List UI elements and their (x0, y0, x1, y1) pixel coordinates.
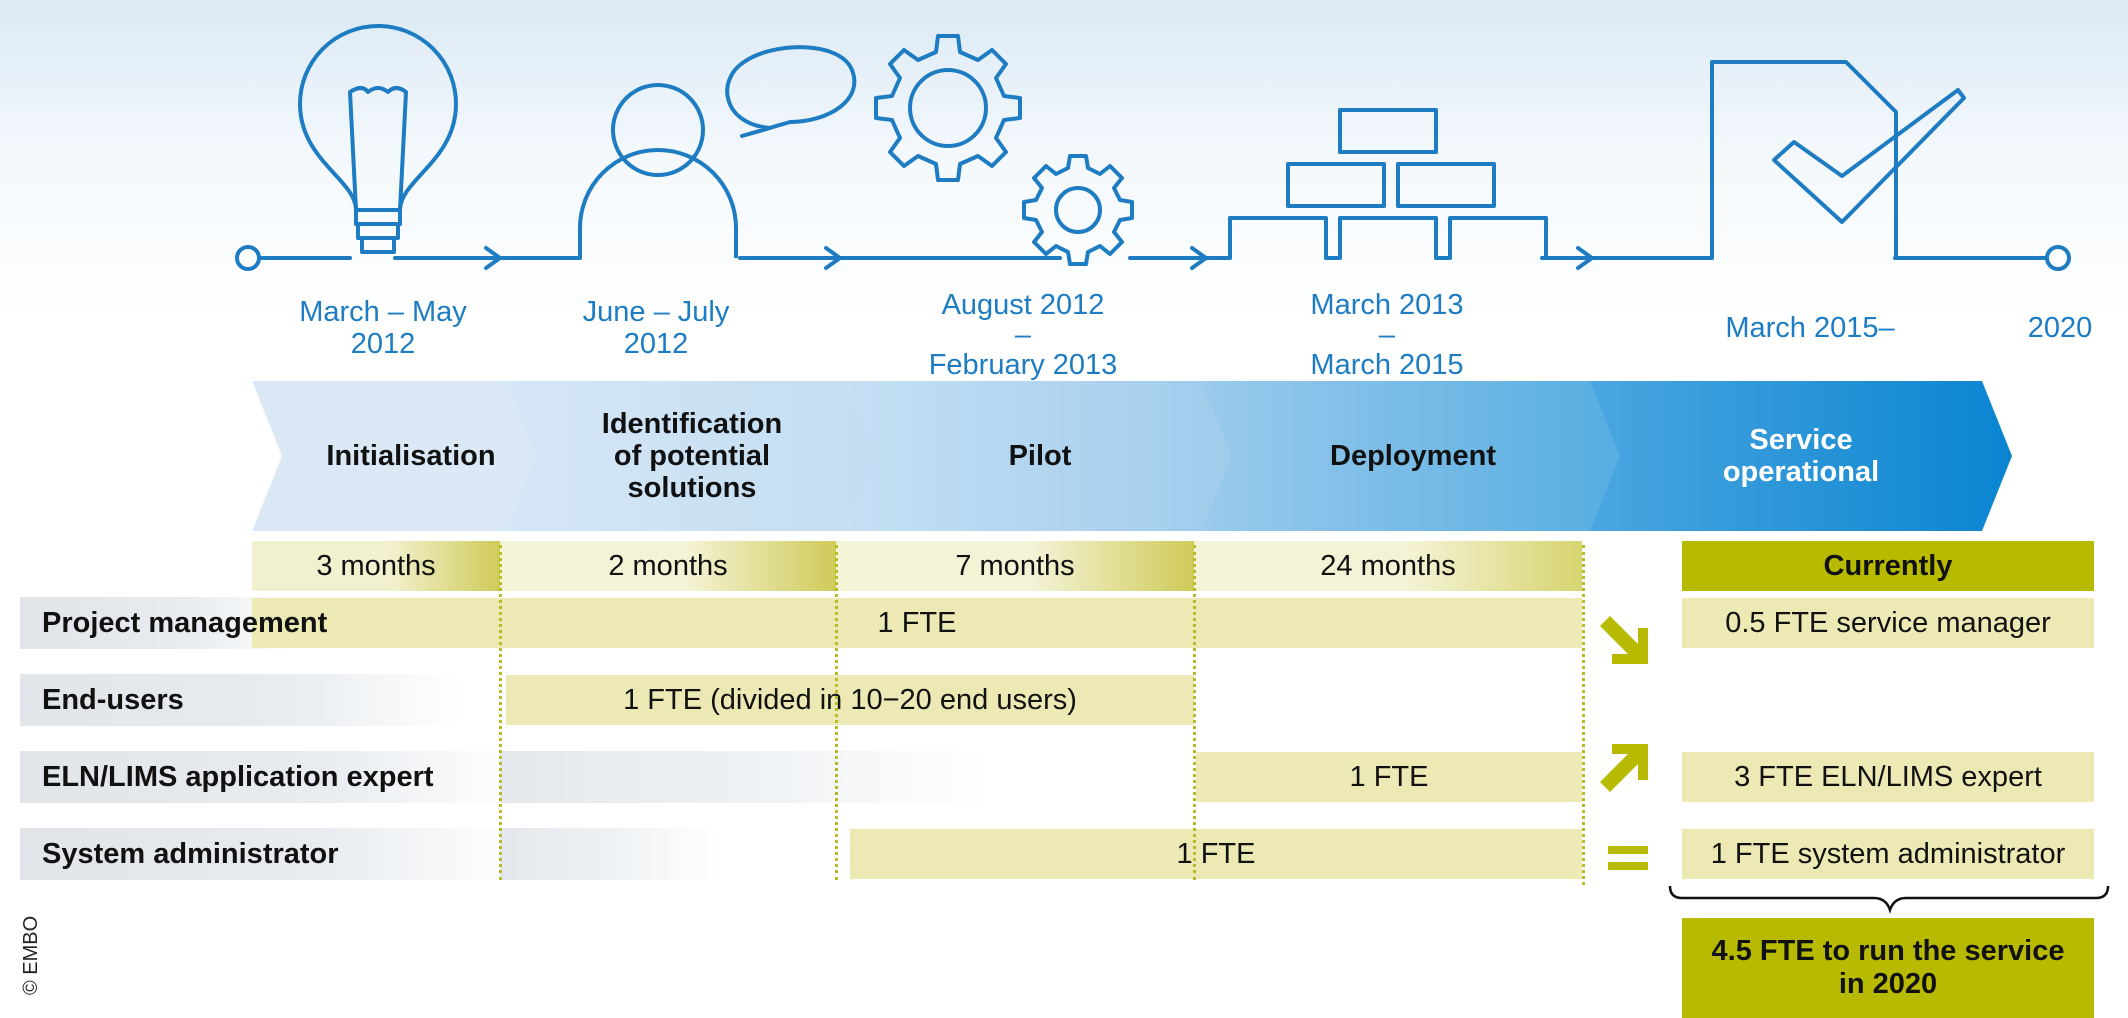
label-system-administrator: System administrator (42, 838, 339, 870)
duration-deployment: 24 months (1194, 541, 1582, 591)
total-fte-box: 4.5 FTE to run the service in 2020 (1682, 918, 2094, 1018)
current-eln-lims-expert: 3 FTE ELN/LIMS expert (1682, 752, 2094, 802)
bar-system-administrator: 1 FTE (850, 829, 1582, 879)
separator-3 (1193, 545, 1196, 880)
row-end-users (20, 674, 462, 726)
timeline-end-icon (2045, 245, 2071, 271)
date-deployment: March 2013 – March 2015 (1310, 289, 1464, 381)
change-indicators (1600, 616, 1648, 870)
row-system-administrator (20, 828, 522, 880)
arrow-down-right-icon (1600, 616, 1648, 664)
separator-4 (1582, 545, 1585, 885)
current-system-administrator: 1 FTE system administrator (1682, 829, 2094, 879)
equals-icon (1608, 846, 1648, 870)
current-project-management: 0.5 FTE service manager (1682, 598, 2094, 648)
duration-pilot: 7 months (836, 541, 1194, 591)
currently-header: Currently (1682, 541, 2094, 591)
curly-brace (1668, 885, 2110, 914)
timeline-start-icon (235, 245, 261, 271)
lightbulb-icon (298, 24, 458, 254)
date-service-start: March 2015– (1725, 312, 1895, 344)
gears-icon (874, 34, 1134, 266)
duration-identification: 2 months (500, 541, 836, 591)
row-eln-lims-expert (20, 751, 522, 803)
phase-identification: Identification of potential solutions (506, 381, 878, 531)
separator-2 (835, 545, 838, 880)
phase-service-operational: Service operational (1590, 381, 2012, 531)
separator-1 (499, 545, 502, 880)
duration-initialisation: 3 months (252, 541, 500, 591)
label-eln-lims-expert: ELN/LIMS application expert (42, 761, 434, 793)
phase-deployment: Deployment (1202, 381, 1624, 531)
bar-eln-lims-expert: 1 FTE (1196, 752, 1582, 802)
date-2020: 2020 (2027, 312, 2093, 344)
row-eln-lims-fade (500, 751, 990, 803)
timeline-graphic (235, 24, 2071, 271)
copyright: © EMBO (20, 915, 42, 995)
person-speech-icon (578, 45, 857, 258)
label-end-users: End-users (42, 684, 184, 716)
date-initialisation: March – May 2012 (299, 296, 467, 360)
date-identification: June – July 2012 (582, 296, 730, 360)
arrow-up-right-icon (1600, 744, 1648, 792)
bricks-icon (1228, 108, 1548, 260)
bar-end-users: 1 FTE (divided in 10−20 end users) (506, 675, 1194, 725)
bar-project-management: 1 FTE (252, 598, 1582, 648)
phase-pilot: Pilot (844, 381, 1236, 531)
label-project-management: Project management (42, 607, 328, 639)
date-pilot: August 2012 – February 2013 (928, 289, 1118, 381)
row-sysadmin-fade (500, 828, 720, 880)
phase-initialisation: Initialisation (252, 381, 540, 531)
checkmark-document-icon (1710, 60, 1966, 258)
